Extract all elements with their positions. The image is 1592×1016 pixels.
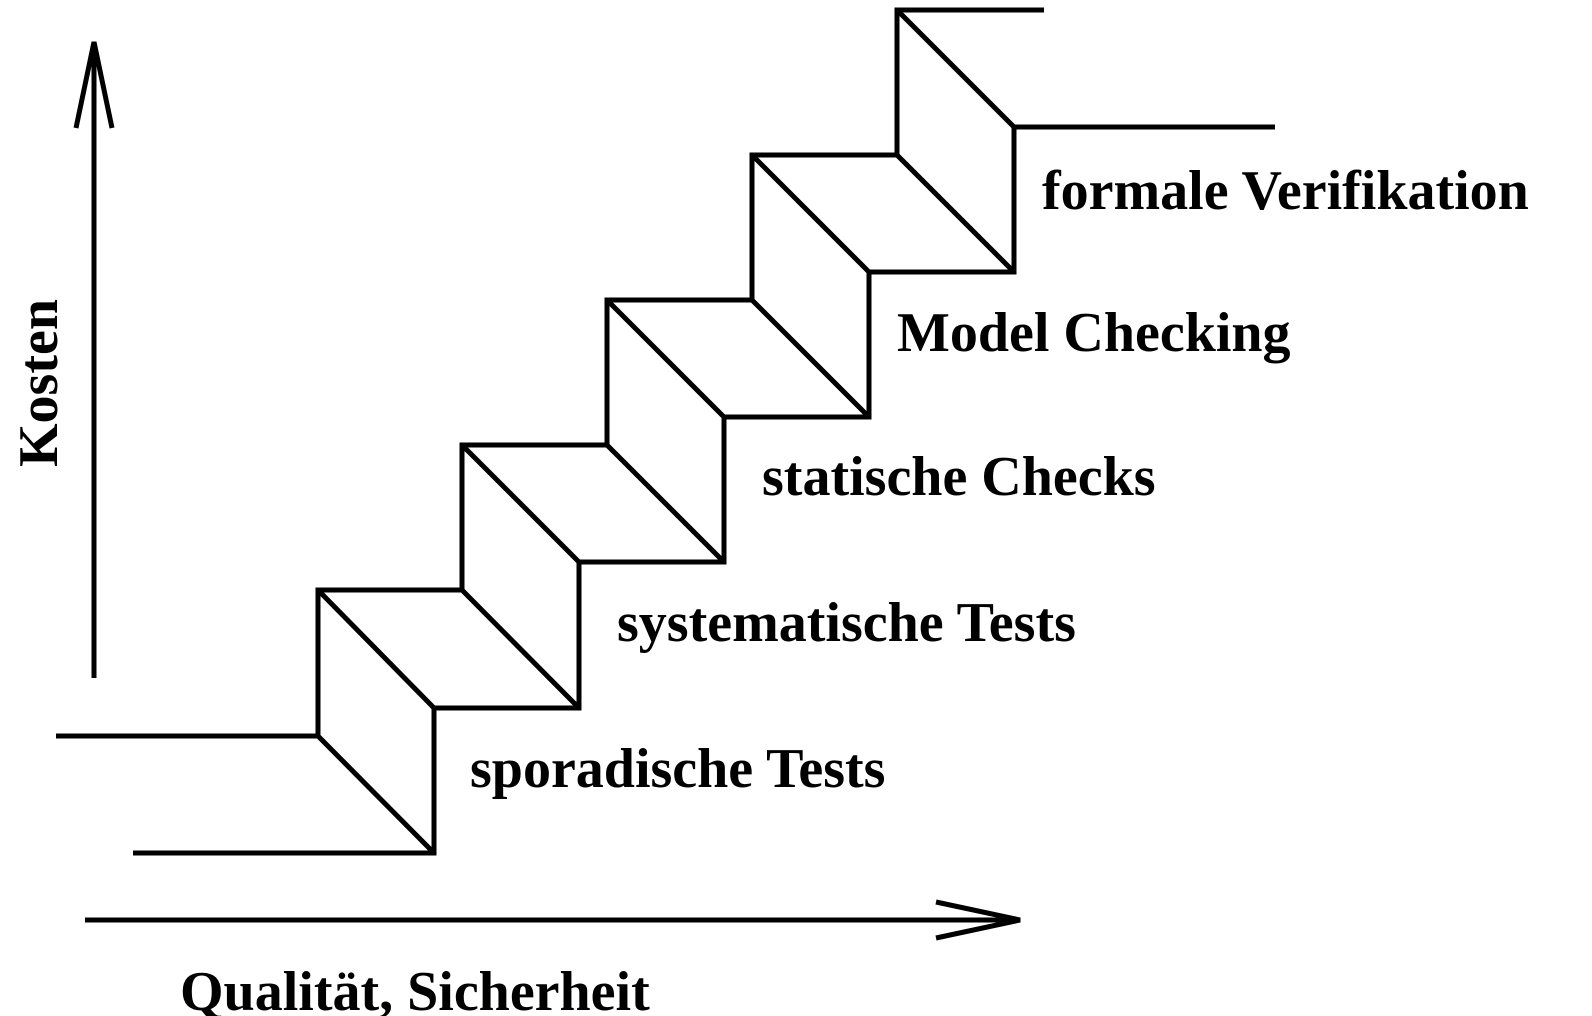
x-axis-label: Qualität, Sicherheit xyxy=(180,961,650,1016)
y-axis-arrow xyxy=(73,41,115,678)
staircase-front-profile xyxy=(133,124,1275,856)
step-label-sporadische-tests: sporadische Tests xyxy=(470,738,885,800)
step-label-model-checking: Model Checking xyxy=(897,302,1291,364)
step-label-formale-verifikation: formale Verifikation xyxy=(1042,160,1529,222)
staircase-back-profile xyxy=(56,7,1044,739)
staircase-depth-edges xyxy=(316,8,1016,855)
step-label-systematische-tests: systematische Tests xyxy=(617,592,1076,654)
x-axis-arrow xyxy=(85,899,1021,941)
y-axis-label: Kosten xyxy=(8,299,70,467)
step-label-statische-checks: statische Checks xyxy=(762,446,1156,508)
